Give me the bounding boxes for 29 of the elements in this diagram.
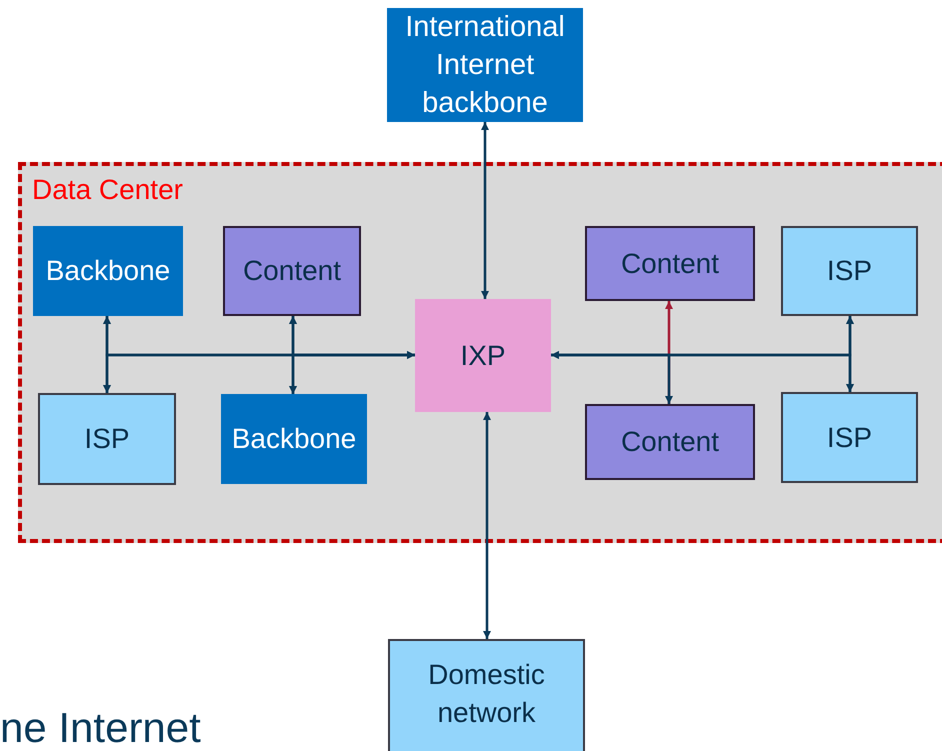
node-label: Backbone [46, 254, 170, 288]
node-label: International Internet backbone [404, 10, 566, 121]
region-title: Data Center [32, 176, 183, 204]
node-label: IXP [460, 338, 506, 372]
node-label: ISP [826, 420, 872, 454]
content-box [223, 226, 361, 316]
heading-text: ne Internet [0, 707, 201, 749]
connector-arrow [846, 316, 854, 392]
node-label: Content [620, 425, 720, 459]
ixp-box [415, 299, 551, 412]
node-label: Content [620, 246, 720, 280]
connector-arrow [289, 351, 415, 394]
node-label: Backbone [232, 422, 356, 456]
content-box [585, 226, 755, 301]
backbone-box [221, 394, 367, 484]
node-label: ISP [84, 422, 130, 456]
data-center-region [18, 162, 942, 543]
connector-arrow [481, 122, 489, 299]
node-label: ISP [826, 254, 872, 288]
domestic-network-box [388, 639, 585, 751]
isp-box [781, 392, 918, 483]
connector-arrow [483, 412, 491, 639]
backbone-box [387, 8, 583, 122]
backbone-box [33, 226, 183, 316]
node-label: Domestic network [427, 658, 546, 730]
content-box [585, 404, 755, 480]
node-label: Content [242, 254, 342, 288]
isp-box [38, 393, 176, 485]
isp-box [781, 226, 918, 316]
